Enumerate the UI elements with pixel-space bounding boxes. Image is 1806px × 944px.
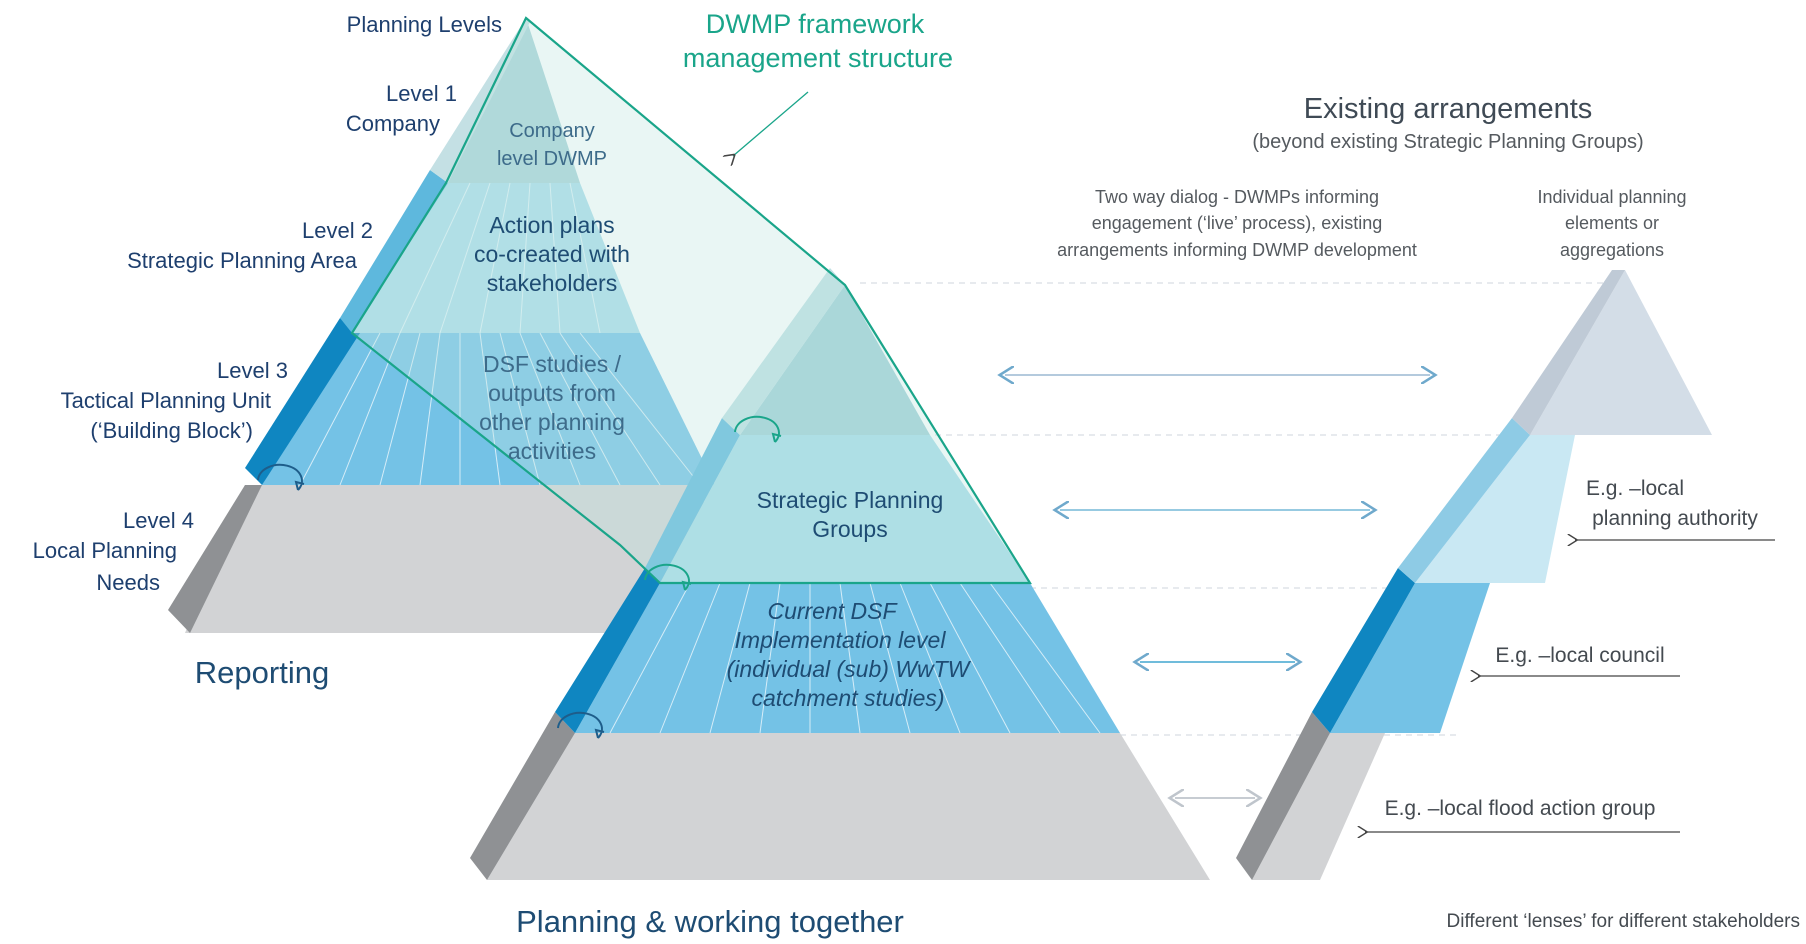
left-pyramid-text: Company level DWMP Action plans co-creat… <box>474 120 630 464</box>
example-authority-line1: E.g. –local <box>1586 477 1684 500</box>
level4-line1: Level 4 <box>123 508 194 533</box>
existing-title: Existing arrangements <box>1304 93 1593 125</box>
level3-line3: (‘Building Block’) <box>90 418 253 443</box>
existing-arrangements: Existing arrangements (beyond existing S… <box>1252 93 1643 153</box>
current-dsf-line4: catchment studies) <box>751 685 944 711</box>
cycle-icon <box>557 711 605 739</box>
individual-note: Individual planning elements or aggregat… <box>1537 187 1686 260</box>
planning-working-together-label: Planning & working together <box>516 904 904 939</box>
individual-note-line3: aggregations <box>1560 240 1664 260</box>
example-council: E.g. –local council <box>1495 644 1664 667</box>
strategic-groups-line1: Strategic Planning <box>757 487 944 513</box>
right-level2-band <box>1415 435 1575 583</box>
dashed-guides <box>860 282 1620 736</box>
individual-note-line2: elements or <box>1565 213 1659 233</box>
dwmp-framework-outline <box>350 16 1032 585</box>
left-level3-stripes <box>299 332 701 486</box>
right-level2-side <box>1398 418 1530 583</box>
middle-level2-band <box>660 435 1030 583</box>
cycle-icon <box>257 463 305 491</box>
examples: E.g. –local planning authority E.g. –loc… <box>1385 477 1759 820</box>
right-pyramid <box>1236 270 1712 880</box>
right-level4-side <box>1236 712 1330 880</box>
dsf-studies-line3: other planning <box>479 409 625 435</box>
right-level3-band <box>1330 583 1490 733</box>
reporting-label: Reporting <box>195 655 329 690</box>
middle-level4-side <box>470 712 575 880</box>
company-dwmp-line1: Company <box>509 120 595 142</box>
action-plans-line3: stakeholders <box>487 270 617 296</box>
dsf-studies-line4: activities <box>508 438 596 464</box>
level1-line2: Company <box>346 111 440 136</box>
left-level4-side <box>168 485 262 633</box>
dialog-note-line3: arrangements informing DWMP development <box>1057 240 1417 260</box>
dsf-studies-line2: outputs from <box>488 380 616 406</box>
current-dsf-line2: Implementation level <box>735 627 947 653</box>
example-flood-group: E.g. –local flood action group <box>1385 797 1656 820</box>
current-dsf-line3: (individual (sub) WwTW <box>727 656 972 682</box>
company-dwmp-line2: level DWMP <box>497 148 607 170</box>
left-level3-band <box>262 333 715 485</box>
dialog-arrows <box>1005 375 1430 798</box>
individual-note-line1: Individual planning <box>1537 187 1686 207</box>
right-level4-band <box>1252 733 1385 880</box>
cycle-icon <box>734 415 782 443</box>
dialog-note-line1: Two way dialog - DWMPs informing <box>1095 187 1379 207</box>
planning-levels-heading: Planning Levels <box>347 12 502 37</box>
level1-line1: Level 1 <box>386 81 457 106</box>
left-level3-side <box>245 318 360 485</box>
level4-line2: Local Planning <box>33 538 177 563</box>
level2-line1: Level 2 <box>302 218 373 243</box>
left-level1-band <box>446 18 580 183</box>
level3-line2: Tactical Planning Unit <box>61 388 271 413</box>
strategic-groups-line2: Groups <box>812 516 887 542</box>
middle-level3-side <box>555 568 660 733</box>
current-dsf-line1: Current DSF <box>767 598 898 624</box>
middle-level3-stripes <box>609 582 1101 734</box>
middle-pyramid <box>470 268 1210 880</box>
dialog-note-line2: engagement (‘live’ process), existing <box>1092 213 1382 233</box>
title-line-1: DWMP framework <box>706 9 925 39</box>
dsf-studies-line1: DSF studies / <box>483 351 622 377</box>
middle-pyramid-text: Strategic Planning Groups Current DSF Im… <box>727 487 972 711</box>
example-arrows <box>1365 540 1775 832</box>
cycle-icons <box>257 415 782 739</box>
middle-level3-band <box>575 583 1120 733</box>
middle-level1-band <box>740 285 930 435</box>
title-pointer-arrow <box>733 91 809 156</box>
level4-line3: Needs <box>96 570 160 595</box>
existing-subtitle: (beyond existing Strategic Planning Grou… <box>1252 131 1643 153</box>
lenses-note: Different ‘lenses’ for different stakeho… <box>1447 911 1800 932</box>
middle-level1-side <box>722 268 845 435</box>
example-authority-line2: planning authority <box>1592 507 1758 530</box>
right-level3-side <box>1312 568 1415 733</box>
right-level1-band <box>1530 270 1712 435</box>
action-plans-line1: Action plans <box>489 212 614 238</box>
middle-level4-band <box>487 733 1210 880</box>
middle-level2-side <box>645 418 740 583</box>
level-labels: Planning Levels Level 1 Company Level 2 … <box>33 12 502 595</box>
left-level2-side <box>340 170 448 333</box>
title-block: DWMP framework management structure <box>683 9 953 73</box>
right-level1-side <box>1512 270 1625 435</box>
dialog-note: Two way dialog - DWMPs informing engagem… <box>1057 187 1417 260</box>
left-level2-stripes <box>399 182 601 334</box>
level2-line2: Strategic Planning Area <box>127 248 358 273</box>
level3-line1: Level 3 <box>217 358 288 383</box>
action-plans-line2: co-created with <box>474 241 630 267</box>
title-line-2: management structure <box>683 43 953 73</box>
cycle-icon <box>644 563 692 591</box>
